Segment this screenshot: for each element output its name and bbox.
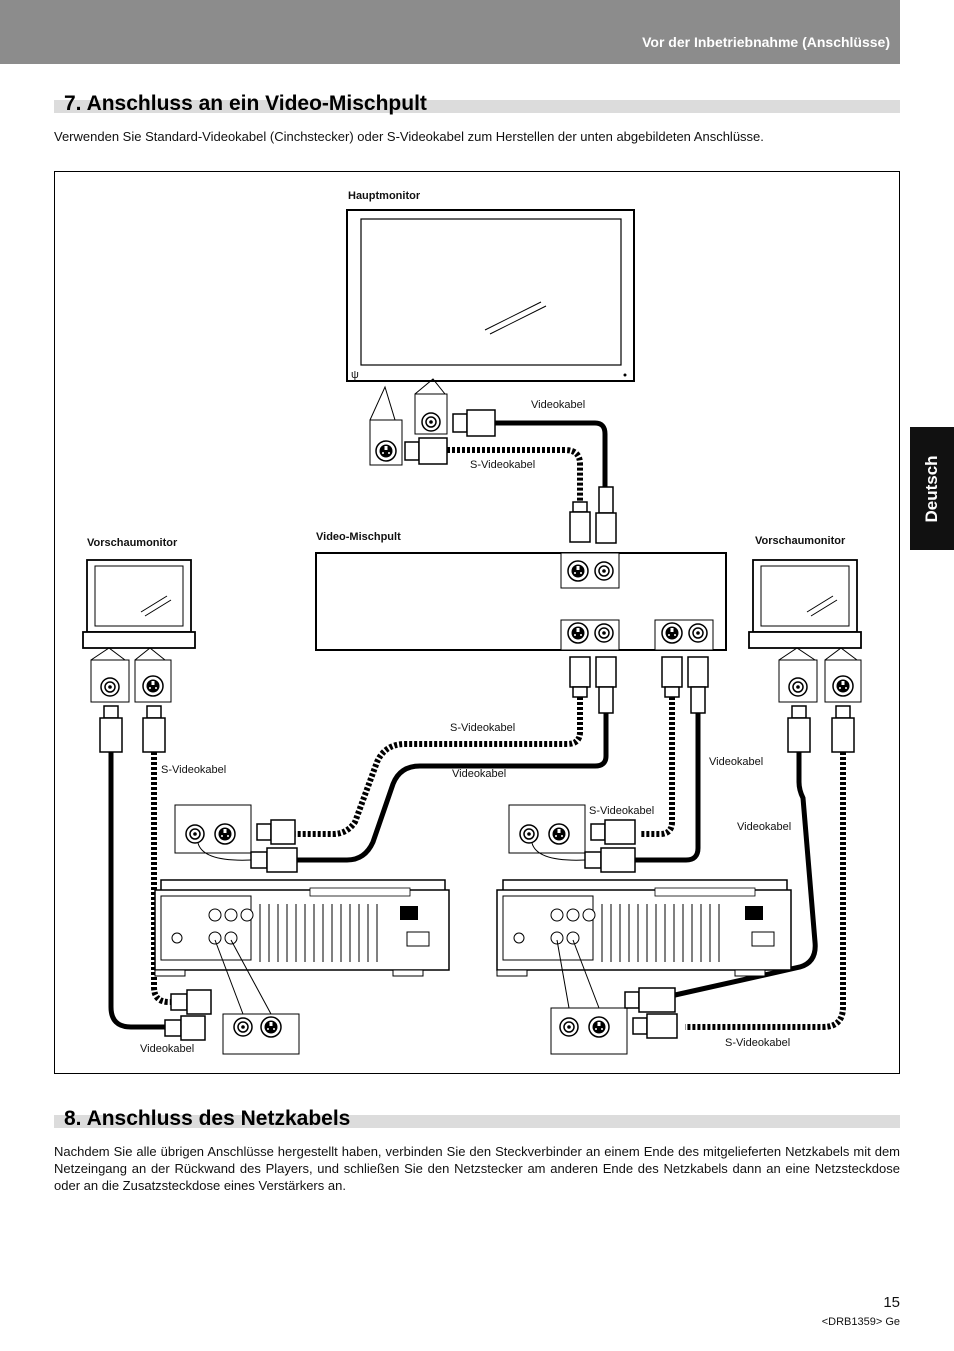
label-bottom-right-svideo: S-Videokabel [725,1037,790,1049]
page-number: 15 [883,1294,900,1311]
language-tab: Deutsch [910,427,954,550]
right-player [496,804,792,1055]
label-left-svideo: S-Videokabel [161,764,226,776]
preview-left-label: Vorschaumonitor [87,537,178,549]
label-mid-svideo: S-Videokabel [450,722,515,734]
label-right-video-a: Videokabel [709,756,763,768]
preview-right-label: Vorschaumonitor [755,535,846,547]
main-monitor-inputs [369,378,448,466]
cable-left-preview-svideo [151,752,175,1005]
section-8-heading: 8. Anschluss des Netzkabels [54,1107,900,1130]
cable-main-video [452,409,608,487]
label-mid-video: Videokabel [452,768,506,780]
main-monitor: ψ [346,209,635,382]
cable-right-preview-video [674,752,818,998]
connection-diagram: ψ Hauptmonitor Videokabel S-Videokabel [54,171,900,1074]
cable-left-preview-video [108,752,165,1030]
heading-bar [54,100,900,113]
preview-monitor-right [748,559,862,703]
left-player [154,804,450,1055]
preview-monitor-left [82,559,196,703]
cable-mixer-right-svideo [640,697,675,837]
cable-mixer-left-video [297,713,609,863]
video-mixer [315,552,727,651]
section-7-heading: 7. Anschluss an ein Video-Mischpult [54,92,900,115]
diagram-svg: ψ Hauptmonitor Videokabel S-Videokabel [82,190,862,1055]
cable-mixer-left-svideo [295,697,583,837]
header-bar: Vor der Inbetriebnahme (Anschlüsse) [0,0,900,64]
section-7-title: 7. Anschluss an ein Video-Mischpult [64,92,427,115]
svg-text:ψ: ψ [351,369,359,381]
cable-main-svideo [404,437,583,502]
section-7-intro: Verwenden Sie Standard-Videokabel (Cinch… [54,129,764,144]
label-right-video-b: Videokabel [737,821,791,833]
label-top-svideo: S-Videokabel [470,459,535,471]
main-monitor-label: Hauptmonitor [348,190,421,202]
section-8-body: Nachdem Sie alle übrigen Anschlüsse herg… [54,1144,900,1193]
heading-bar [54,1115,900,1128]
document-code: <DRB1359> Ge [821,1316,900,1328]
section-8-title: 8. Anschluss des Netzkabels [64,1107,351,1130]
label-bottom-left-video: Videokabel [140,1043,194,1055]
label-top-video: Videokabel [531,399,585,411]
language-tab-label: Deutsch [922,454,941,523]
header-title: Vor der Inbetriebnahme (Anschlüsse) [642,34,890,50]
mixer-label: Video-Mischpult [316,531,401,543]
label-center-svideo: S-Videokabel [589,805,654,817]
cable-right-preview-svideo [685,752,846,1030]
cable-mixer-right-video [635,713,701,863]
